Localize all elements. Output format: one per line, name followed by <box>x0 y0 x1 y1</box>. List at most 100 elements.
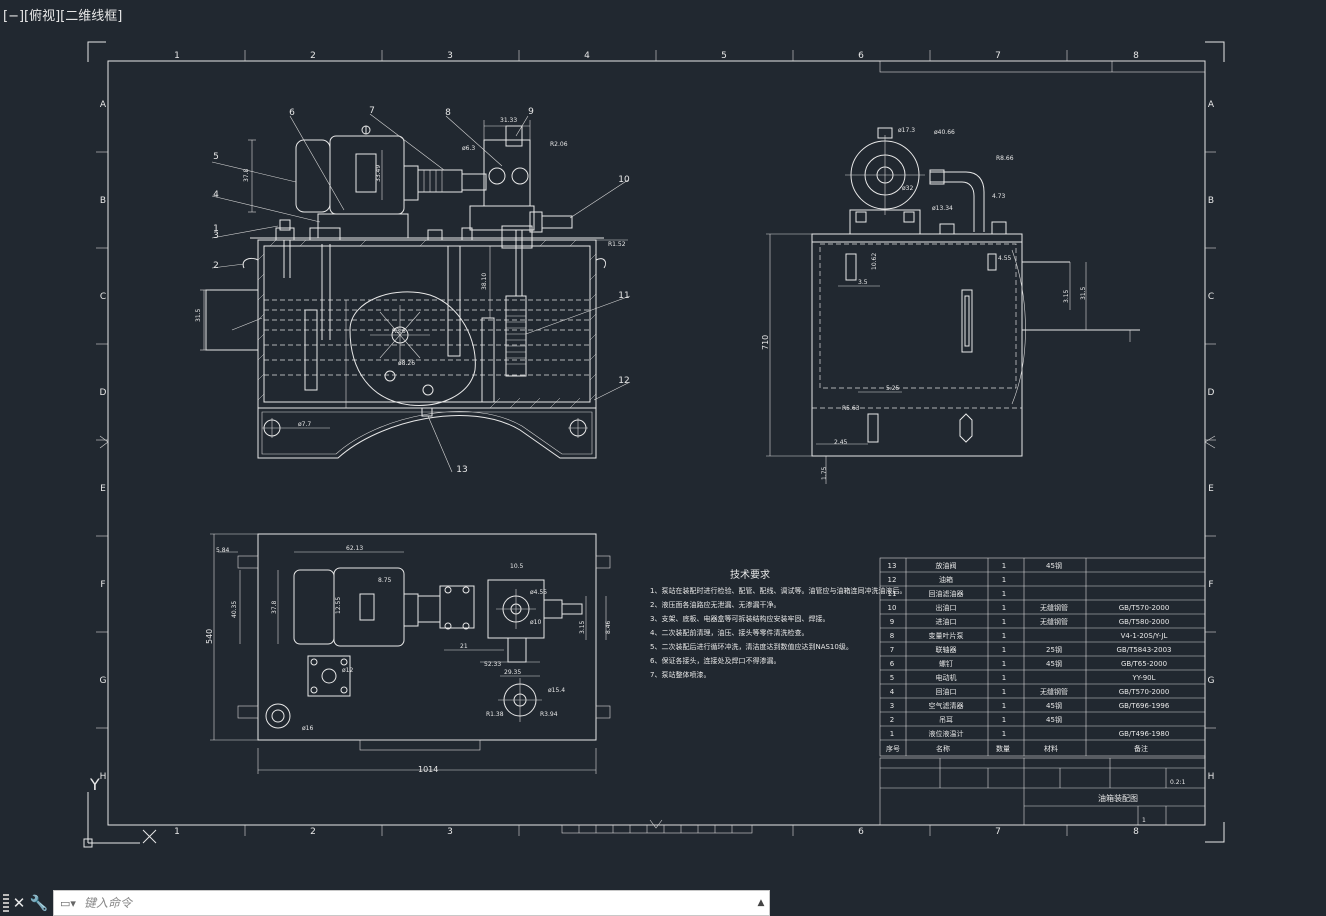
tech-req-item: 1、泵站在装配时进行检验、配管、配线、调试等。油管应与油箱连同冲洗油液后。 <box>650 586 906 595</box>
dim: R2.06 <box>550 141 568 148</box>
bom-cell-material: 无缝钢管 <box>1040 687 1068 696</box>
dim: 5.84 <box>216 547 230 554</box>
bom-cell-no: 7 <box>890 646 894 654</box>
dim: 3.15 <box>579 620 586 634</box>
dim: ø12 <box>342 667 353 674</box>
dim: 540 <box>205 629 214 644</box>
col-label: 7 <box>995 827 1001 837</box>
wrench-icon[interactable]: 🔧 <box>29 894 49 912</box>
bom-cell-remark: GB/T570-2000 <box>1119 604 1170 612</box>
bom-cell-qty: 1 <box>1002 632 1006 640</box>
bom-cell-name: 空气滤清器 <box>929 701 964 710</box>
balloon: 8 <box>445 108 451 118</box>
bom-cell-material: 45钢 <box>1046 659 1062 668</box>
bom-cell-qty: 1 <box>1002 576 1006 584</box>
col-label: 6 <box>858 827 864 837</box>
bom-cell-name: 进油口 <box>936 617 957 626</box>
dim: 1014 <box>418 765 438 774</box>
dim: 4.73 <box>992 193 1006 200</box>
row-label: B <box>100 196 106 206</box>
viewport-label[interactable]: [−][俯视][二维线框] <box>3 9 123 24</box>
tech-requirements: 技术要求 1、泵站在装配时进行检验、配管、配线、调试等。油管应与油箱连同冲洗油液… <box>650 568 906 679</box>
dim: 1.75 <box>821 466 828 480</box>
close-icon[interactable]: ✕ <box>12 894 26 912</box>
dim: ø13.34 <box>932 205 953 212</box>
balloon: 2 <box>213 261 219 271</box>
tech-req-item: 3、支架、底板、电器盒等可拆装结构应安装牢固、焊接。 <box>650 614 829 623</box>
dim: ø17.3 <box>898 127 915 134</box>
balloon: 13 <box>456 465 467 475</box>
dim: ø16 <box>302 725 313 732</box>
bom-cell-remark: GB/T5843-2003 <box>1116 646 1171 654</box>
bom-cell-material: 45钢 <box>1046 701 1062 710</box>
command-input[interactable] <box>82 895 753 911</box>
balloon: 10 <box>618 175 630 185</box>
dim: 3.5 <box>858 279 868 286</box>
row-label: F <box>100 580 105 590</box>
front-view: 1 2 3 4 5 6 7 8 9 10 11 12 13 31.5 37.8 … <box>195 106 631 475</box>
col-label: 6 <box>858 51 864 61</box>
bom-cell-no: 10 <box>888 604 897 612</box>
dim: 37.8 <box>243 168 250 182</box>
tech-req-item: 5、二次装配后进行循环冲洗，清洁度达到数值应达到NAS10级。 <box>650 642 853 651</box>
tech-req-item: 6、保证各接头，连接处及焊口不得渗漏。 <box>650 656 780 665</box>
dim: 21 <box>460 643 468 650</box>
row-label: G <box>100 676 107 686</box>
dim: R3.6 <box>392 328 406 335</box>
dim: 40.35 <box>231 601 238 618</box>
balloon: 12 <box>618 376 629 386</box>
bom-cell-qty: 1 <box>1002 702 1006 710</box>
bom-cell-qty: 1 <box>1002 674 1006 682</box>
drawing-canvas[interactable]: 1 2 3 4 5 6 7 8 1 2 3 6 7 8 A B C D E F … <box>0 0 1326 888</box>
bom-cell-remark: GB/T580-2000 <box>1119 618 1170 626</box>
command-input-wrap: ▭▾ ▲ <box>53 890 770 916</box>
bom-cell-material: 45钢 <box>1046 715 1062 724</box>
col-label: 2 <box>310 827 316 837</box>
dim: 62.13 <box>346 545 363 552</box>
balloon: 9 <box>528 107 534 117</box>
row-label: E <box>1208 484 1214 494</box>
bom-cell-remark: V4-1-20S/Y-JL <box>1121 632 1168 640</box>
row-label: H <box>1208 772 1215 782</box>
drawing-ratio: 0.2:1 <box>1170 779 1186 786</box>
balloon: 5 <box>213 152 219 162</box>
dim: 29.35 <box>504 669 521 676</box>
balloon: 7 <box>369 106 375 116</box>
bom-header-no: 序号 <box>886 744 900 753</box>
bom-cell-qty: 1 <box>1002 604 1006 612</box>
bom-cell-material: 45钢 <box>1046 561 1062 570</box>
row-label: G <box>1208 676 1215 686</box>
grip-handle[interactable] <box>3 894 9 912</box>
bom-cell-no: 13 <box>888 562 897 570</box>
dim: ø32 <box>902 185 913 192</box>
leader-lines <box>211 113 631 473</box>
command-prompt-icon[interactable]: ▭▾ <box>60 896 76 910</box>
dim: 4.55 <box>998 255 1012 262</box>
bom-cell-name: 变量叶片泵 <box>929 631 964 640</box>
bom-cell-no: 1 <box>890 730 894 738</box>
bom-cell-remark: GB/T570-2000 <box>1119 688 1170 696</box>
bom-cell-no: 9 <box>890 618 894 626</box>
dim: 31.5 <box>1080 286 1087 300</box>
dim: 3.15 <box>1063 289 1070 303</box>
bom-cell-no: 8 <box>890 632 894 640</box>
bom-cell-qty: 1 <box>1002 562 1006 570</box>
bom-header-remark: 备注 <box>1134 744 1148 753</box>
col-label: 7 <box>995 51 1001 61</box>
row-label: D <box>100 388 107 398</box>
dim: 8.75 <box>378 577 392 584</box>
balloon: 11 <box>618 291 629 301</box>
dim: ø6.3 <box>462 145 475 152</box>
bom-cell-remark: GB/T496-1980 <box>1119 730 1170 738</box>
bom-header-name: 名称 <box>936 744 950 753</box>
row-label: A <box>100 100 107 110</box>
row-label: B <box>1208 196 1214 206</box>
tech-req-item: 2、液压面各油路应无泄漏、无渗漏干净。 <box>650 600 780 609</box>
dim: R1.38 <box>486 711 504 718</box>
bom-cell-name: 出油口 <box>936 603 957 612</box>
drawing-title: 油箱装配图 <box>1098 793 1138 803</box>
dim: ø7.7 <box>298 421 311 428</box>
chevron-up-icon[interactable]: ▲ <box>757 898 765 908</box>
col-label: 2 <box>310 51 316 61</box>
bom-cell-name: 螺钉 <box>939 659 953 668</box>
